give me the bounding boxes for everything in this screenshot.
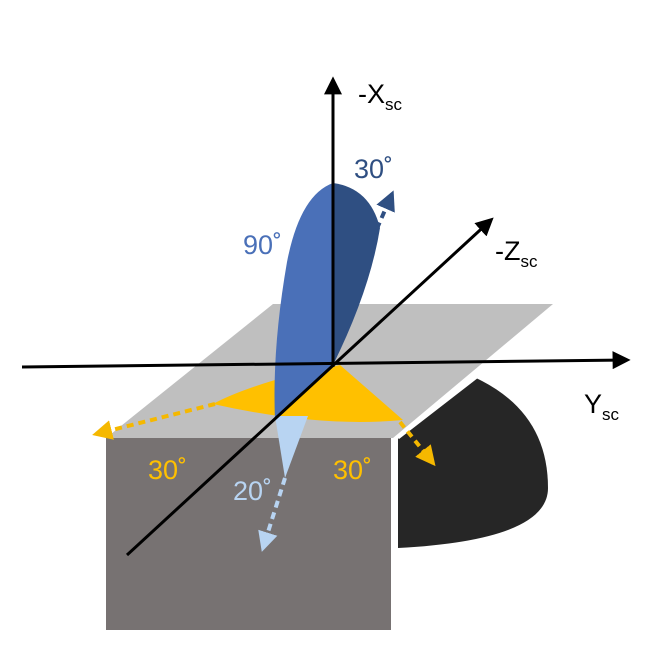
- angle-label-blue-tilt: 30˚: [354, 154, 393, 184]
- plane-edge-highlight: [397, 374, 479, 440]
- angle-label-light-blue: 20˚: [233, 476, 272, 506]
- box-front-face: [106, 438, 393, 630]
- angle-label-blue-cone: 90˚: [243, 230, 282, 260]
- angle-label-yellow-left: 30˚: [148, 455, 187, 485]
- yellow-sector: [213, 365, 403, 422]
- dark-quarter-shape: [398, 378, 548, 548]
- y-axis-label: Ysc: [584, 389, 620, 424]
- x-axis-label: -Xsc: [358, 79, 403, 114]
- y-axis: [21, 351, 631, 370]
- yellow-left-dashed-arrow: [92, 402, 216, 440]
- yellow-right-dashed-arrow: [398, 420, 436, 467]
- light-blue-dashed-arrow: [258, 477, 287, 552]
- light-blue-cone: [275, 416, 308, 478]
- z-axis-label: -Zsc: [495, 236, 538, 271]
- blue-dashed-arrow: [370, 190, 395, 241]
- angle-label-yellow-right: 30˚: [333, 455, 372, 485]
- blue-cone-light-face: [274, 183, 333, 420]
- blue-cone-dark-face: [333, 183, 380, 365]
- z-axis: [125, 217, 494, 557]
